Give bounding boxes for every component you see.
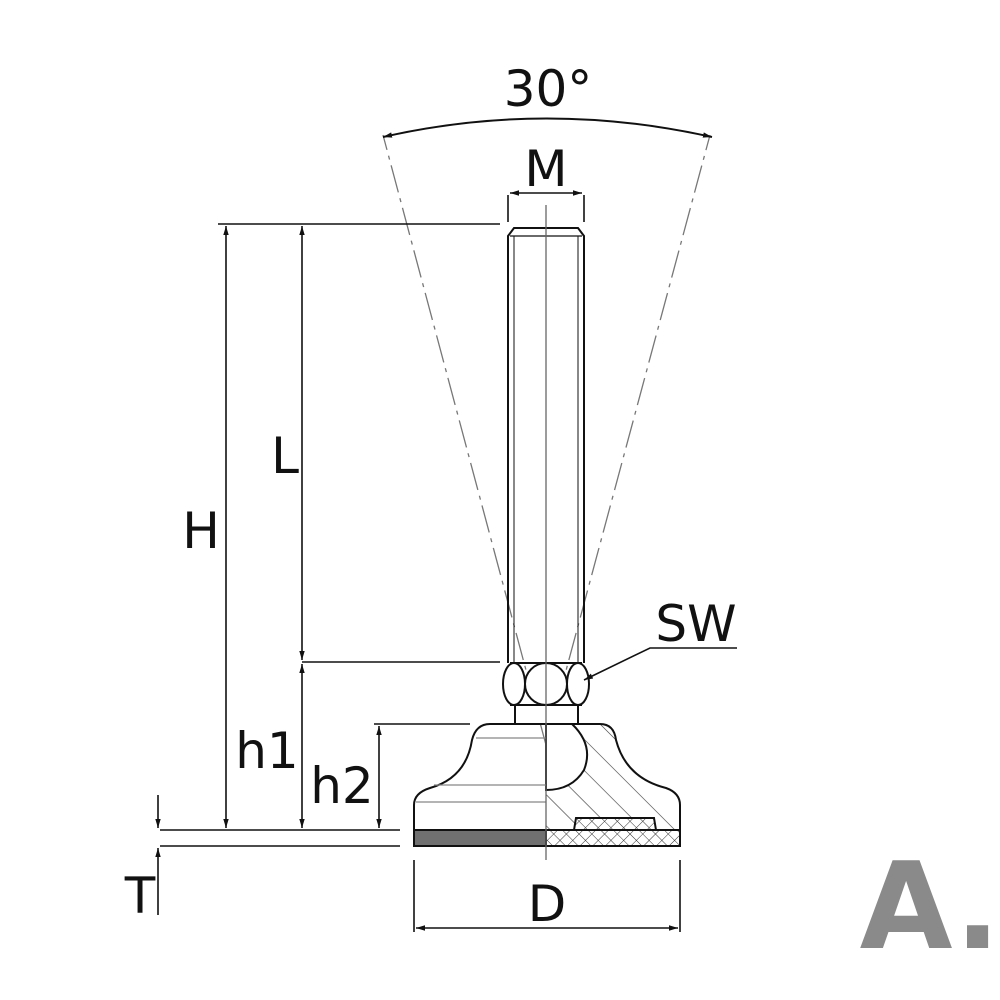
- base-contour-lines: [416, 737, 546, 803]
- rubber-pad-left: [413, 829, 547, 847]
- angle-arc: [382, 117, 713, 138]
- label-L: L: [271, 427, 299, 485]
- dimension-lines: [155, 190, 737, 931]
- label-D: D: [528, 875, 567, 933]
- ball-joint: [545, 723, 588, 792]
- label-angle: 30°: [504, 60, 593, 118]
- label-T: T: [124, 867, 156, 925]
- brand-logo: A.: [860, 838, 1000, 977]
- extension-lines: [160, 195, 681, 932]
- label-H: H: [182, 502, 220, 560]
- base-outline: [413, 723, 681, 831]
- label-h1: h1: [235, 722, 299, 780]
- label-SW: SW: [655, 595, 736, 653]
- label-M: M: [524, 140, 567, 198]
- leader-SW: [583, 647, 737, 681]
- label-h2: h2: [310, 757, 374, 815]
- tilt-cone: [382, 134, 711, 746]
